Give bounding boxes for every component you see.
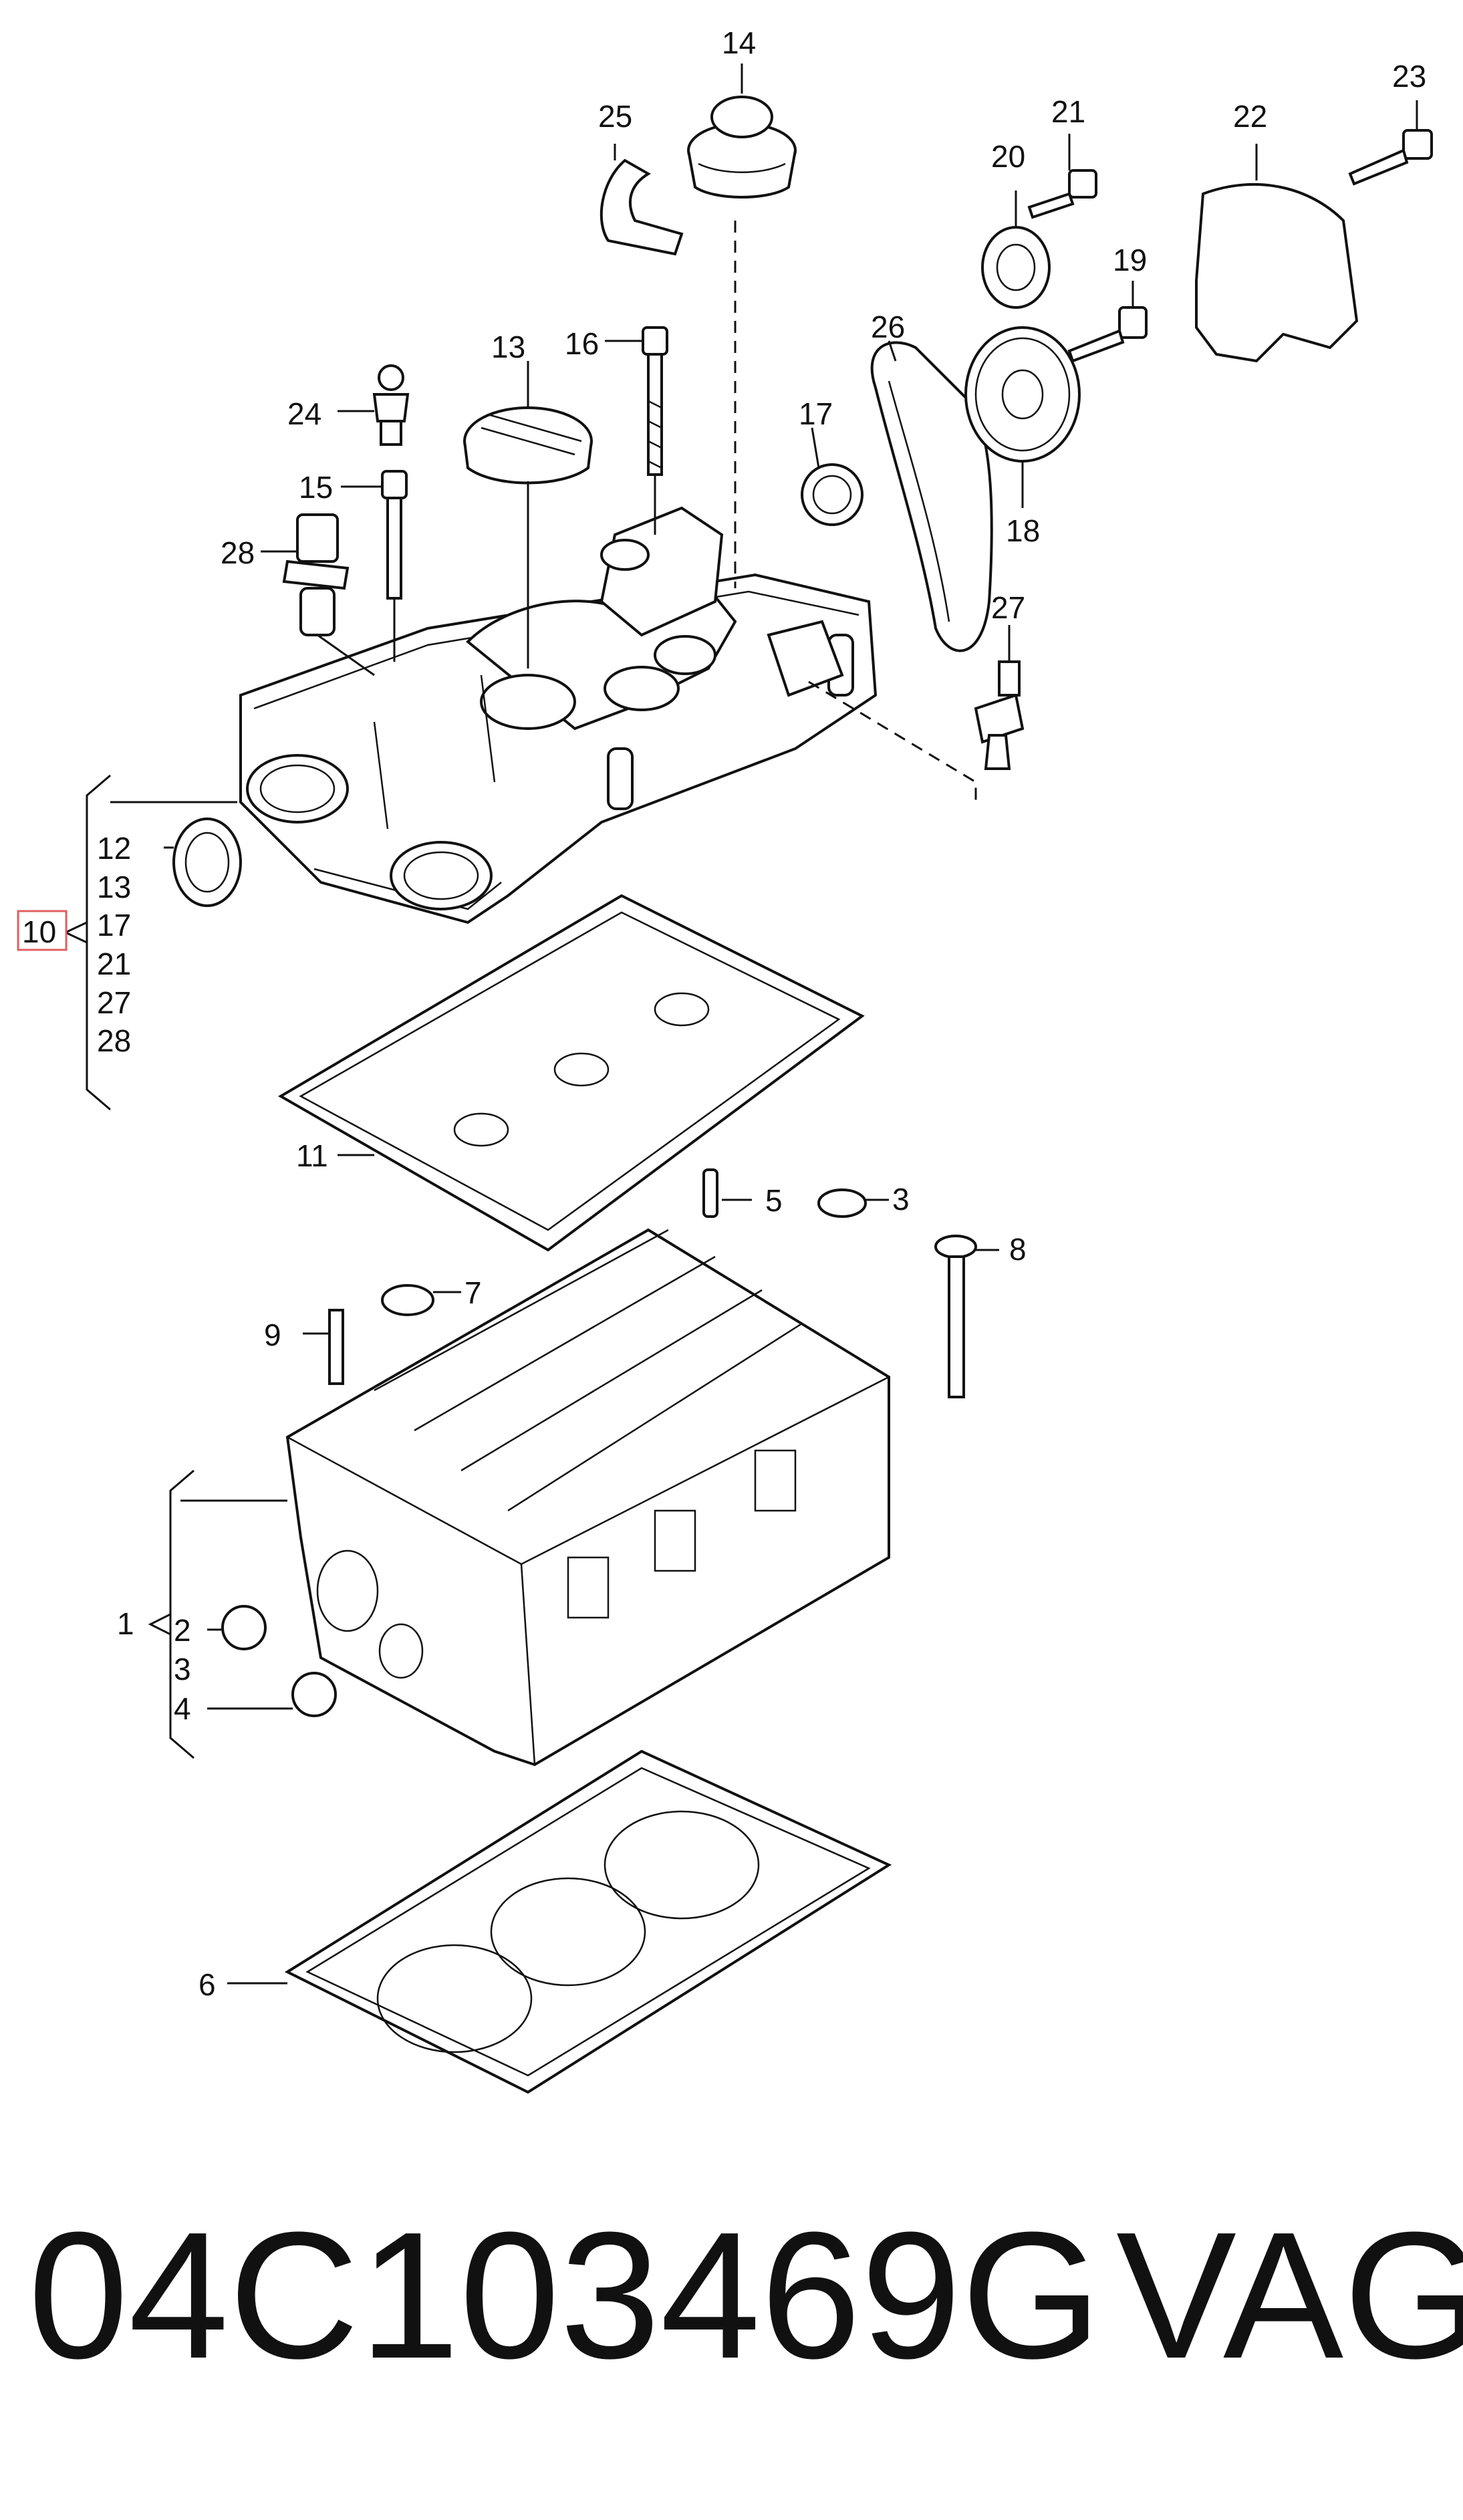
callout-28b: 28 — [97, 1023, 131, 1058]
part-5-pin — [702, 1168, 718, 1218]
part-22-timing-cover — [1195, 182, 1359, 363]
part-3-plug — [817, 1188, 867, 1218]
part-24-sensor — [372, 364, 410, 446]
part-21-bolt — [1027, 169, 1097, 219]
callout-23: 23 — [1392, 59, 1426, 94]
callout-22: 22 — [1233, 99, 1267, 134]
part-15-bolt — [381, 470, 408, 600]
callout-labels: 14 25 13 16 24 15 28 17 26 18 20 21 19 2… — [17, 25, 1426, 2002]
callout-10: 10 — [22, 914, 56, 949]
part-2-plug — [221, 1605, 267, 1650]
part-20-bushing — [981, 226, 1051, 309]
callout-24: 24 — [287, 396, 321, 431]
cylinder-head-cover — [239, 506, 878, 924]
callout-7: 7 — [464, 1275, 482, 1310]
callout-27b: 27 — [97, 985, 131, 1020]
callout-12: 12 — [97, 831, 131, 866]
callout-13: 13 — [491, 330, 525, 364]
part-16-bolt — [642, 326, 668, 476]
callout-19: 19 — [1113, 243, 1147, 277]
assembly-line — [808, 680, 977, 802]
callout-17b: 17 — [97, 908, 131, 942]
callout-21b: 21 — [97, 947, 131, 981]
part-9-stud — [328, 1309, 344, 1385]
callout-27: 27 — [991, 590, 1025, 625]
callout-10-highlight-box — [17, 910, 68, 951]
callout-11: 11 — [296, 1138, 328, 1173]
callout-3: 3 — [892, 1182, 910, 1217]
part-4-plug — [291, 1672, 337, 1717]
callout-9: 9 — [264, 1317, 281, 1352]
callout-15: 15 — [299, 470, 333, 505]
callout-21: 21 — [1051, 94, 1085, 129]
callout-14: 14 — [722, 25, 756, 60]
callout-1: 1 — [117, 1606, 134, 1641]
part-8-head-bolt — [934, 1235, 977, 1398]
part-27-sensor — [974, 660, 1025, 770]
part-number: 04C103469G — [28, 2195, 1102, 2396]
part-12-seal — [172, 817, 242, 907]
callout-26: 26 — [871, 309, 905, 344]
callout-6: 6 — [198, 1967, 216, 2002]
callout-18: 18 — [1006, 513, 1040, 548]
callout-16: 16 — [565, 326, 599, 361]
leader-lines — [164, 64, 1418, 1985]
part-25-hose — [600, 158, 684, 256]
callout-2: 2 — [174, 1613, 191, 1648]
group-10-bracket-point — [63, 921, 88, 944]
part-14-cap — [687, 96, 797, 199]
callout-28: 28 — [221, 535, 255, 570]
part-17-seal — [801, 463, 863, 526]
group-10-bracket — [86, 774, 111, 1111]
callout-8: 8 — [1009, 1232, 1027, 1267]
part-26-toothed-belt — [870, 341, 993, 652]
brand-name: VAG — [1116, 2195, 1463, 2396]
part-23-bolt — [1348, 129, 1433, 186]
callout-4: 4 — [174, 1691, 191, 1726]
callout-17: 17 — [799, 396, 833, 431]
callout-20: 20 — [991, 139, 1025, 174]
part-18-sprocket — [964, 326, 1081, 463]
callout-5: 5 — [765, 1183, 783, 1218]
part-11-cover-gasket — [278, 894, 865, 1252]
callout-13b: 13 — [97, 870, 131, 904]
part-19-bolt — [1067, 306, 1148, 363]
part-28-solenoid-valve — [282, 513, 350, 636]
part-13-oil-filler-cap — [463, 406, 593, 485]
group-1-bracket-point — [148, 1613, 171, 1636]
part-1-cylinder-head — [285, 1228, 890, 1767]
callout-3b: 3 — [174, 1652, 191, 1686]
callout-25: 25 — [598, 99, 632, 134]
part-6-head-gasket — [284, 1749, 892, 2094]
part-7-valve-seal — [381, 1284, 434, 1316]
